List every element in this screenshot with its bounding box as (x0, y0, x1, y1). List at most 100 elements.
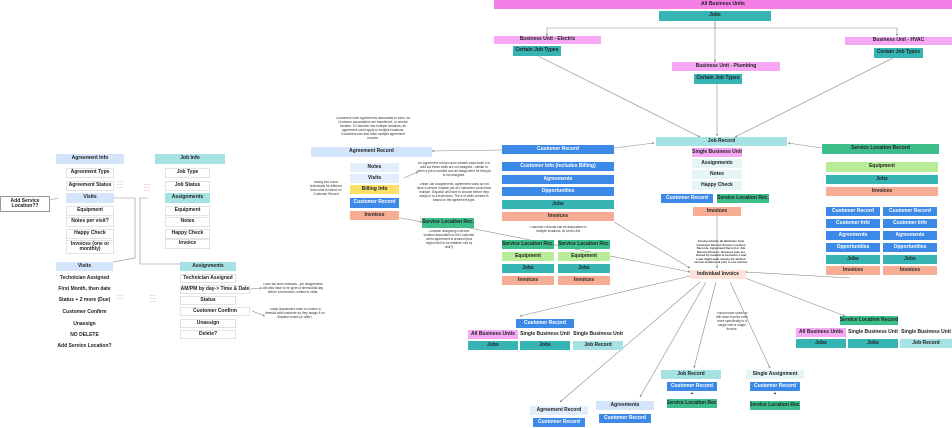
service-location-equipment: Equipment (826, 162, 938, 172)
assignments-item: AM/PM by day-> Time & Date (180, 285, 250, 294)
service-location-invoices: Invoices (826, 187, 938, 196)
bu-plumbing-job-types: Certain Job Types (694, 74, 742, 84)
agreement-customer-record: Customer Record (350, 198, 399, 208)
service-location-note: Consider assigning a service location as… (423, 230, 475, 249)
visits-item: Add Service Location? (57, 342, 112, 349)
sl-grid-agreements: Agreements (883, 231, 937, 240)
customer-record-note: Customer Records can be associated to mu… (529, 226, 587, 233)
annotation-mark: — —— —— — (144, 183, 150, 193)
inv-agreements-title: Agreements (596, 401, 654, 410)
inv-job-record-customer: Customer Record (667, 382, 717, 391)
line-hvac-to-job-record (734, 55, 898, 138)
sl-grid-opportunities: Opportunities (883, 243, 937, 252)
all-business-units-box: All Business Units (494, 0, 952, 9)
visits-item: NO DELETE (70, 331, 99, 338)
inv-agreement-title: Agreement Record (530, 406, 588, 415)
line-customer-to-invoice (613, 221, 691, 269)
line-ampm-to-note (249, 286, 263, 290)
sl-grid-invoices: Invoices (883, 266, 937, 275)
inv-service-header: All Business Units (796, 328, 846, 337)
inv-job-record-service: Service Location Rec. (667, 399, 717, 408)
customer-invoices: Invoices (502, 212, 614, 221)
job-info-item: Assignments (165, 193, 210, 203)
annotation-mark: — —— —— — (117, 180, 123, 190)
service-location-record-title: Service Location Record (822, 144, 939, 154)
inv-assignment-service: Service Location Rec. (750, 401, 800, 410)
line-invoice-to-agreements (639, 281, 707, 398)
customer-record-title: Customer Record (502, 145, 614, 154)
job-record-single-bu: Single Business Unit (692, 148, 742, 157)
job-info-item: Happy Check (165, 229, 210, 239)
billing-info-note: Billing Info could technically be differ… (310, 181, 342, 196)
job-record-title: Job Record (656, 137, 787, 146)
inv-customer-value: Jobs (468, 341, 518, 350)
line-confirm-to-note (251, 310, 266, 317)
customer-grid-jobs: Jobs (502, 264, 554, 273)
line-invoice-to-assignment (729, 281, 771, 369)
inv-service-value: Jobs (796, 339, 846, 348)
bu-hvac-title: Business Unit - HVAC (845, 37, 952, 45)
agreement-info-item: Happy Check (66, 229, 114, 239)
inv-service-location-title: Service Location Record (840, 316, 898, 325)
job-record-service-location: Service Location Rec. (717, 194, 769, 203)
drill-down-note: Should have option to drill down invoice… (715, 312, 749, 331)
individual-invoice-note: Invoice inherits all attributes from Cus… (694, 240, 748, 265)
customer-grid-equipment: Equipment (502, 252, 554, 261)
line-visits-to-visits-table (112, 197, 136, 263)
visits-item: First Month, then date (58, 285, 111, 292)
customer-info: Customer Info (includes Billing) (502, 162, 614, 171)
visits-item: Status + 2 more (Due) (58, 296, 111, 303)
job-info-item: Equipment (165, 206, 210, 216)
sl-grid-agreements: Agreements (826, 231, 880, 240)
job-record-happy-check: Happy Check (692, 181, 742, 190)
customer-agreements: Agreements (502, 175, 614, 184)
job-record-invoices: Invoices (693, 207, 741, 216)
line-invoice-to-service (744, 277, 846, 317)
job-record-notes: Notes (692, 170, 742, 179)
customer-grid-jobs: Jobs (558, 264, 610, 273)
inv-service-value: Job Record (900, 339, 952, 348)
inv-customer-header: Single Business Unit (573, 330, 623, 339)
agreement-record-note: Customers have Agreements associated to … (336, 117, 410, 140)
agreement-info-item: Equipment (66, 206, 114, 216)
job-info-item: Job Status (165, 181, 210, 191)
agreement-billing-info: Billing Info (350, 185, 399, 194)
inv-customer-value: Jobs (520, 341, 570, 350)
job-info-item: Job Type (165, 168, 210, 178)
agreement-info-item: Invoices (one or monthly) (66, 240, 114, 254)
job-info-item: Notes (165, 217, 210, 227)
sl-grid-customer-info: Customer Info (883, 219, 937, 228)
visits-title: Visits (56, 262, 113, 271)
line-service-to-job (787, 142, 823, 149)
line-invoice-to-customer (519, 275, 691, 317)
add-service-location-box: Add Service Location?? (0, 196, 50, 212)
assignments-item: Customer Confirm (180, 307, 250, 316)
line-jobs-to-electric (545, 21, 716, 37)
inv-service-header: Single Business Unit (900, 328, 952, 337)
assignments-item: Status (180, 296, 236, 305)
line-invoice-to-jobrec (693, 281, 717, 369)
agreement-info-item: Agreement Status (66, 181, 114, 191)
visits-note-1: An Agreement Record auto creates visits … (417, 162, 491, 177)
assignments-item: Delete? (180, 330, 236, 339)
inv-customer-record-title: Customer Record (516, 319, 574, 328)
line-assignments-to-table (139, 197, 180, 265)
inv-job-record-plus: + (690, 392, 694, 398)
line-customer-to-agreement (431, 149, 503, 153)
inv-agreements-customer: Customer Record (599, 414, 651, 423)
agreement-info-item: Visits (66, 193, 114, 203)
agreement-info-title: Agreement Info (56, 154, 124, 164)
customer-grid-invoices: Invoices (502, 276, 554, 285)
visits-item: Unassign (73, 320, 96, 327)
agreement-notes: Notes (350, 163, 399, 172)
agreement-service-location: Service Location Rec. (422, 218, 474, 228)
assignments-item: Technician Assigned (180, 274, 236, 283)
dispatchers-note: Today dispatchers have to confirm a time… (265, 308, 325, 319)
customer-grid-equipment: Equipment (558, 252, 610, 261)
inv-job-record-title: Job Record (661, 370, 721, 379)
inv-assignment-customer: Customer Record (750, 382, 800, 391)
bu-electric-title: Business Unit - Electric (494, 36, 601, 44)
job-record-customer: Customer Record (661, 194, 713, 203)
inv-single-assignment-title: Single Assignment (746, 370, 804, 379)
